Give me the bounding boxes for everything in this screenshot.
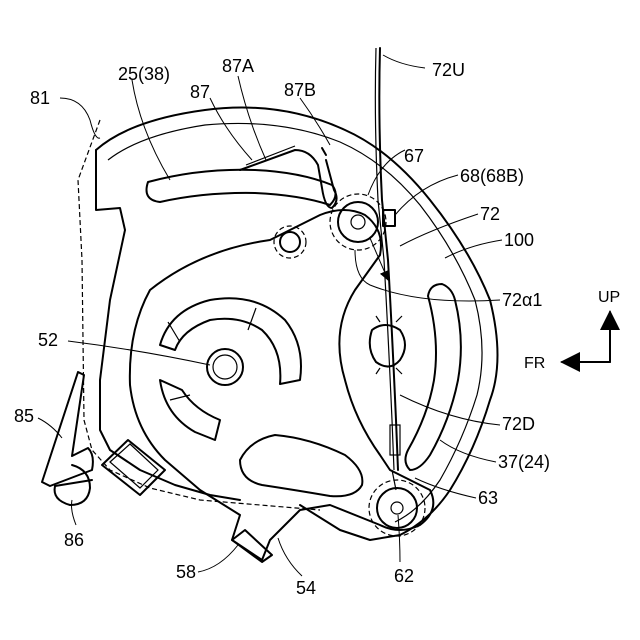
label-52: 52: [38, 330, 58, 350]
label-58: 58: [176, 562, 196, 582]
reference-labels: 81 25(38) 87A 87 87B 72U 67 68(68B) 72 1…: [14, 56, 550, 598]
label-86: 86: [64, 530, 84, 550]
label-85: 85: [14, 406, 34, 426]
label-25-38: 25(38): [118, 64, 170, 84]
cable-72: [375, 48, 400, 490]
up-label: UP: [598, 289, 620, 306]
upper-arc-slot: [147, 170, 336, 205]
label-100: 100: [504, 230, 534, 250]
right-arc-slot-37: [405, 284, 460, 470]
lever-lower-slot: [240, 435, 362, 496]
label-72u: 72U: [432, 60, 465, 80]
base-plate-100: [96, 108, 498, 541]
label-72d: 72D: [502, 414, 535, 434]
label-72: 72: [480, 204, 500, 224]
bracket-58: [102, 440, 272, 562]
label-63: 63: [478, 488, 498, 508]
label-87b: 87B: [284, 80, 316, 100]
label-87: 87: [190, 82, 210, 102]
label-81: 81: [30, 88, 50, 108]
member-85: [42, 372, 93, 505]
casing-81: [78, 120, 320, 510]
label-67: 67: [404, 146, 424, 166]
spring-87: [240, 146, 337, 208]
label-87a: 87A: [222, 56, 254, 76]
label-62: 62: [394, 566, 414, 586]
hub-52: [160, 298, 301, 440]
label-54: 54: [296, 578, 316, 598]
label-68-68b: 68(68B): [460, 166, 524, 186]
fr-label: FR: [524, 355, 545, 372]
label-37-24: 37(24): [498, 452, 550, 472]
label-72-alpha1: 72α1: [502, 290, 542, 310]
